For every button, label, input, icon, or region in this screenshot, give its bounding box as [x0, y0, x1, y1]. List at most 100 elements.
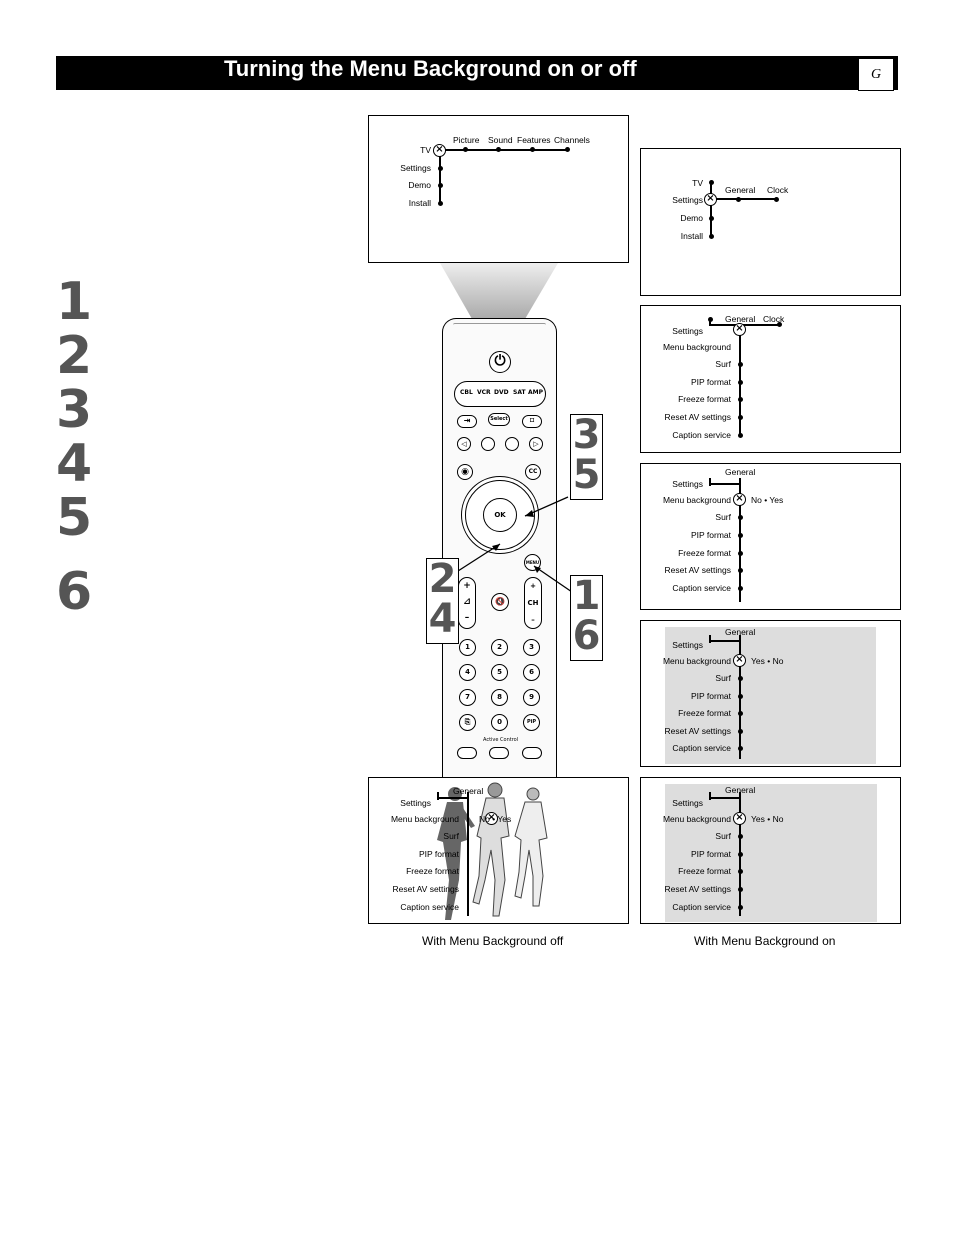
ok-button[interactable]: OK [483, 498, 517, 532]
source-key-amp[interactable]: AMP [528, 389, 544, 396]
play-button[interactable] [505, 437, 519, 451]
menu-node [438, 183, 443, 188]
number-key[interactable]: 4 [459, 664, 476, 681]
number-key[interactable]: 6 [523, 664, 540, 681]
menu-background-yes-no-panel: × General Settings Menu background Surf … [640, 620, 901, 767]
pip-position-button[interactable] [489, 747, 509, 759]
menu-tab: Sound [488, 135, 513, 145]
mute-button[interactable]: 🔇 [491, 593, 509, 611]
menu-line [709, 324, 741, 326]
tv-guide-button[interactable]: ◉ [457, 464, 473, 480]
step-number: 4 [56, 434, 93, 494]
source-key-bar: CBL VCR DVD SAT AMP [454, 381, 546, 407]
callout-steps-1-6: 1 6 [570, 575, 603, 661]
menu-node [738, 676, 743, 681]
menu-node [709, 216, 714, 221]
menu-item: PIP format [691, 849, 731, 859]
number-key[interactable]: 2 [491, 639, 508, 656]
menu-button[interactable]: MENU [524, 554, 541, 571]
callout-steps-2-4: 2 4 [426, 558, 459, 644]
menu-node [777, 322, 782, 327]
prev-channel-button[interactable]: ⎘ [459, 714, 476, 731]
menu-item: Reset AV settings [664, 726, 731, 736]
menu-item: Reset AV settings [392, 884, 459, 894]
menu-node [709, 234, 714, 239]
menu-item: Reset AV settings [664, 884, 731, 894]
number-key[interactable]: 9 [523, 689, 540, 706]
menu-item: PIP format [691, 691, 731, 701]
pip-swap-button[interactable] [457, 747, 477, 759]
menu-item: Menu background [662, 656, 731, 666]
pip-button[interactable]: PiP [523, 714, 540, 731]
number-key[interactable]: 5 [491, 664, 508, 681]
source-key-dvd[interactable]: DVD [494, 389, 509, 396]
channel-rocker[interactable]: +CH– [524, 577, 542, 629]
menu-line [709, 483, 741, 485]
menu-item: TV [692, 178, 703, 188]
option-values: No • Yes [751, 495, 784, 505]
source-key-sat[interactable]: SAT [513, 389, 526, 396]
menu-node [738, 551, 743, 556]
menu-line [709, 318, 711, 326]
remote-edge [453, 323, 546, 327]
menu-item: Surf [715, 673, 731, 683]
number-key[interactable]: 1 [459, 639, 476, 656]
menu-tab: General [725, 785, 756, 795]
cc-button[interactable]: CC [525, 464, 541, 480]
menu-item: Surf [443, 831, 459, 841]
background-on-panel: × General Settings Menu background Surf … [640, 777, 901, 924]
step-number: 3 [56, 380, 93, 440]
callout-number: 4 [428, 596, 457, 642]
menu-node [738, 729, 743, 734]
number-key[interactable]: 7 [459, 689, 476, 706]
menu-item: Caption service [672, 743, 731, 753]
menu-item: Settings [400, 798, 431, 808]
cursor-icon: × [704, 193, 717, 206]
menu-tab: General [725, 314, 756, 324]
menu-item: Settings [400, 163, 431, 173]
menu-node [496, 147, 501, 152]
menu-item: Caption service [672, 902, 731, 912]
menu-node [738, 834, 743, 839]
select-button[interactable]: Select [488, 413, 510, 426]
menu-node [738, 694, 743, 699]
format-button[interactable]: ⌑ [522, 415, 542, 428]
menu-tab: General [725, 185, 756, 195]
header-bar: Turning the Menu Background on or off G [56, 56, 898, 91]
number-key[interactable]: 0 [491, 714, 508, 731]
menu-node [708, 317, 713, 322]
cursor-icon: × [485, 812, 498, 825]
menu-node [463, 147, 468, 152]
menu-item: TV [420, 145, 431, 155]
runners-image [437, 782, 548, 920]
menu-item: Install [680, 231, 703, 241]
menu-line [709, 792, 711, 800]
menu-node [738, 586, 743, 591]
cursor-icon: × [733, 323, 746, 336]
active-control-label: Active Control [483, 737, 519, 743]
menu-node [709, 180, 714, 185]
menu-node [738, 869, 743, 874]
menu-line [437, 792, 439, 800]
menu-item: Freeze format [678, 548, 731, 558]
forward-button[interactable]: ▷ [529, 437, 543, 451]
input-button[interactable]: ⇥ [457, 415, 477, 428]
remote-beam [440, 263, 558, 319]
menu-node [438, 201, 443, 206]
stop-button[interactable] [481, 437, 495, 451]
menu-node [738, 887, 743, 892]
menu-item: Settings [672, 326, 703, 336]
power-button[interactable]: ⏻ [489, 351, 511, 373]
menu-line [710, 198, 776, 200]
rewind-button[interactable]: ◁ [457, 437, 471, 451]
number-key[interactable]: 8 [491, 689, 508, 706]
tv-menu-panel: TV Settings Demo Install × Picture Sound… [368, 115, 629, 263]
menu-node [530, 147, 535, 152]
source-key-cbl[interactable]: CBL [460, 389, 473, 396]
menu-item: PIP format [691, 377, 731, 387]
caption-background-on: With Menu Background on [694, 934, 836, 948]
pip-freeze-button[interactable] [522, 747, 542, 759]
number-key[interactable]: 3 [523, 639, 540, 656]
source-key-vcr[interactable]: VCR [477, 389, 491, 396]
menu-item: Freeze format [406, 866, 459, 876]
